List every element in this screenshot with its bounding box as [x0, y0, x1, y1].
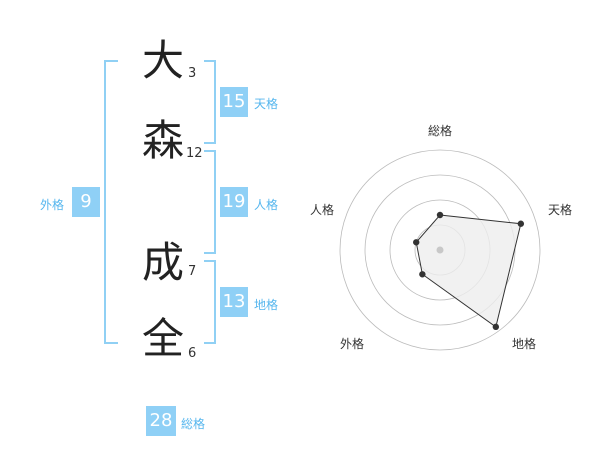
soukaku-score: 28	[146, 406, 176, 436]
jinkaku-bracket	[204, 150, 216, 254]
radar-axis-label-chikaku: 地格	[512, 337, 537, 351]
radar-point-3	[492, 323, 500, 331]
name-char-2: 森	[142, 116, 185, 165]
stroke-count-4: 6	[188, 346, 197, 361]
name-char-1: 大	[142, 36, 185, 85]
radar-point-2	[517, 220, 525, 227]
radar-series-polygon	[415, 214, 522, 328]
radar-axis-label-tenkaku: 天格	[548, 203, 573, 217]
gaikaku-score: 9	[72, 187, 100, 217]
radar-ring-3	[364, 174, 516, 326]
radar-point-4	[419, 271, 426, 278]
stroke-count-2: 12	[186, 146, 203, 161]
tenkaku-score: 15	[220, 87, 248, 117]
chikaku-label: 地格	[254, 298, 279, 312]
tenkaku-label: 天格	[254, 97, 279, 111]
soukaku-label: 総格	[181, 417, 206, 431]
radar-point-1	[436, 211, 444, 219]
chikaku-score: 13	[220, 287, 248, 317]
radar-point-5	[413, 239, 420, 246]
radar-axis-label-jinkaku: 人格	[310, 203, 335, 217]
name-char-4: 全	[142, 314, 185, 363]
tenkaku-bracket	[204, 60, 216, 144]
jinkaku-label: 人格	[254, 198, 279, 212]
stroke-count-3: 7	[188, 264, 197, 279]
radar-center-point	[436, 246, 444, 254]
radar-chart	[339, 149, 541, 351]
jinkaku-score: 19	[220, 187, 248, 217]
gaikaku-label: 外格	[40, 198, 65, 212]
radar-axis-label-gaikaku: 外格	[340, 337, 365, 351]
radar-axis-label-soukaku: 総格	[428, 124, 453, 138]
name-char-3: 成	[142, 238, 185, 287]
gaikaku-bracket	[104, 60, 118, 344]
radar-ring-4	[339, 149, 541, 351]
stroke-count-1: 3	[188, 66, 197, 81]
chikaku-bracket	[204, 260, 216, 344]
